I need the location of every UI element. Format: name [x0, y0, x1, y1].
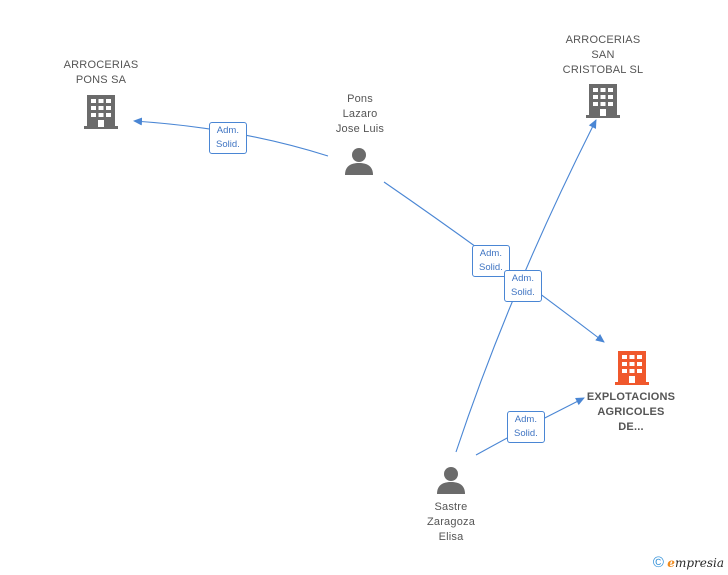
node-explotacions[interactable]: EXPLOTACIONS AGRICOLES DE... — [572, 390, 690, 435]
node-arrocerias-pons[interactable]: ARROCERIAS PONS SA — [55, 58, 147, 88]
building-icon[interactable] — [586, 83, 620, 119]
empresia-logo: © empresia — [653, 554, 724, 571]
edge-label-sastre-zaragoza-san-cristobal[interactable]: Adm. Solid. — [504, 270, 542, 302]
edge-label-sastre-zaragoza-explotacions[interactable]: Adm. Solid. — [507, 411, 545, 443]
node-label: EXPLOTACIONS AGRICOLES DE... — [586, 391, 676, 433]
brand-initial: e — [667, 556, 675, 570]
node-pons-lazaro[interactable]: Pons Lazaro Jose Luis — [310, 92, 410, 137]
node-sastre-zaragoza[interactable]: Sastre Zaragoza Elisa — [401, 500, 501, 545]
edge-label-pons-lazaro-explotacions[interactable]: Adm. Solid. — [472, 245, 510, 277]
person-icon[interactable] — [436, 465, 466, 495]
building-icon[interactable] — [84, 94, 118, 130]
person-icon[interactable] — [344, 146, 374, 176]
copyright-symbol: © — [652, 554, 664, 571]
node-label: ARROCERIAS PONS SA — [63, 59, 139, 86]
node-arrocerias-san-cristobal[interactable]: ARROCERIAS SAN CRISTOBAL SL — [548, 33, 658, 78]
node-label: Pons Lazaro Jose Luis — [335, 93, 385, 135]
node-label: ARROCERIAS SAN CRISTOBAL SL — [562, 34, 644, 76]
node-label: Sastre Zaragoza Elisa — [426, 501, 476, 543]
edge-label-pons-lazaro-arrocerias-pons[interactable]: Adm. Solid. — [209, 122, 247, 154]
building-icon-highlighted[interactable] — [615, 350, 649, 386]
brand-name: mpresia — [674, 556, 724, 570]
